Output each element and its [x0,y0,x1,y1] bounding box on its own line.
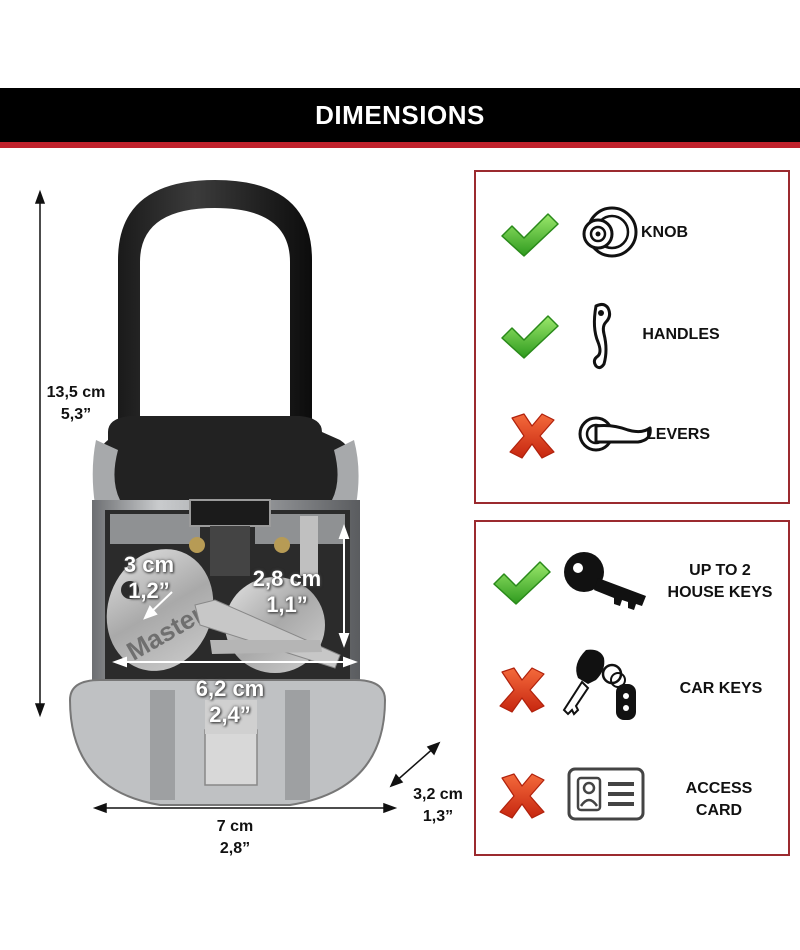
contents-panel: UP TO 2 HOUSE KEYS CAR KEYS [474,520,790,856]
door-type-panel: KNOB HANDLES LEVERS [474,170,790,504]
key-head-left [106,549,214,671]
door-type-row-handles: HANDLES [476,294,788,374]
car-key-icon [562,649,636,720]
door-handle-icon [592,302,612,370]
access-card-icon [567,767,645,821]
check-icon [498,210,562,258]
cross-icon [506,412,558,460]
contents-label: CAR KEYS [679,680,763,697]
width-dimension: 7 cm 2,8” [216,818,254,857]
check-icon [490,558,554,606]
check-icon [498,312,562,360]
door-type-label: LEVERS [646,426,711,443]
inner-height-dimension: 2,8 cm 1,1” [252,566,322,617]
header-accent-stripe [0,142,800,148]
inner-depth-dimension: 3 cm 1,2” [123,552,175,603]
height-dimension: 13,5 cm 5,3” [46,384,106,423]
door-type-label: KNOB [641,224,689,241]
depth-arrow [393,745,437,784]
door-type-row-knob: KNOB [476,192,788,272]
header-title: DIMENSIONS [315,99,485,130]
door-type-label: HANDLES [642,326,720,343]
top-cap [95,416,355,500]
key-lock-box-photo: Master [68,180,387,806]
dimensions-header: DIMENSIONS [0,88,800,142]
door-type-row-levers: LEVERS [476,394,788,474]
house-key-icon [564,552,646,610]
contents-row-car-keys: CAR KEYS [476,646,788,726]
contents-row-access-card: ACCESS CARD [476,754,788,834]
contents-row-house-keys: UP TO 2 HOUSE KEYS [476,538,788,618]
inner-width-dimension: 6,2 cm 2,4” [195,676,265,727]
door-lever-icon [578,416,652,452]
contents-label: UP TO 2 HOUSE KEYS [667,562,773,601]
depth-dimension: 3,2 cm 1,3” [413,786,463,825]
contents-label: ACCESS CARD [685,780,753,819]
cross-icon [496,772,548,820]
cross-icon [496,666,548,714]
door-knob-icon [582,206,638,258]
